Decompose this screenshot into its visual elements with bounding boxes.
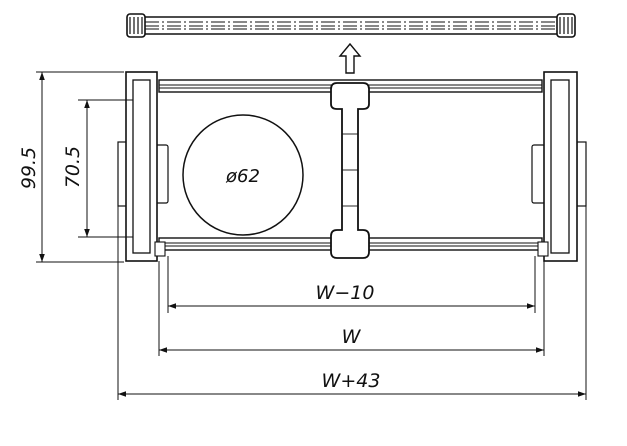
right-side-frame	[531, 71, 587, 262]
dim-width-outer-label: W+43	[322, 370, 381, 392]
dim-height-outer	[36, 71, 124, 263]
extension-lines	[117, 206, 587, 400]
diameter-label: ø62	[225, 166, 260, 187]
dim-width-inner-label: W−10	[316, 282, 375, 304]
center-divider	[330, 82, 370, 259]
dim-width-label: W	[342, 326, 362, 348]
dim-height-inner	[78, 99, 133, 238]
lift-arrow-icon	[338, 42, 362, 74]
dim-height-inner-label: 70.5	[62, 146, 84, 188]
top-rod	[126, 13, 576, 38]
roll-circle	[182, 114, 304, 236]
left-side-frame	[117, 71, 169, 262]
dim-height-outer-label: 99.5	[18, 147, 40, 189]
